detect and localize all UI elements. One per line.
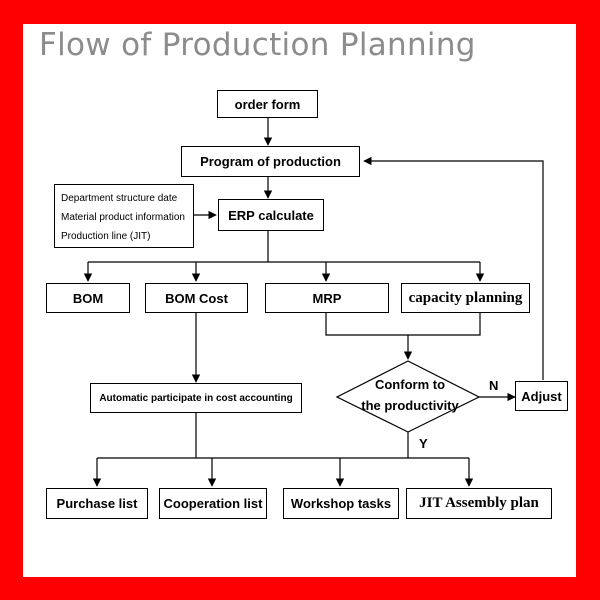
- adjust-box: Adjust: [515, 381, 568, 411]
- capacity-to-merge: [408, 313, 481, 336]
- input-material-product: Material product information: [61, 212, 185, 223]
- automatic-cost-accounting-box: Automatic participate in cost accounting: [90, 383, 302, 413]
- adjust-feedback-line: [363, 156, 544, 380]
- input-department-structure: Department structure date: [61, 193, 178, 204]
- cooperation-list-box: Cooperation list: [159, 488, 267, 519]
- diagram-title: Flow of Production Planning: [39, 27, 476, 63]
- input-production-line: Production line (JIT): [61, 231, 151, 242]
- edge-label-no: N: [489, 378, 499, 393]
- decision-label-line1: Conform to: [374, 377, 446, 392]
- workshop-tasks-box: Workshop tasks: [283, 488, 399, 519]
- purchase-list-box: Purchase list: [46, 488, 148, 519]
- capacity-planning-box: capacity planning: [401, 283, 530, 313]
- decision-label-line2: the productivity: [361, 398, 459, 413]
- erp-inputs-box: Department structure date Material produ…: [54, 184, 194, 248]
- decision-label: Conform to the productivity: [338, 374, 482, 416]
- bom-box: BOM: [46, 283, 130, 313]
- bom-cost-box: BOM Cost: [145, 283, 248, 313]
- program-of-production-box: Program of production: [181, 146, 360, 177]
- edge-label-yes: Y: [419, 436, 428, 451]
- mrp-to-merge: [325, 313, 408, 336]
- mrp-box: MRP: [265, 283, 389, 313]
- jit-assembly-plan-box: JIT Assembly plan: [406, 488, 552, 519]
- decision-diamond: [335, 360, 481, 433]
- order-form-box: order form: [217, 90, 318, 118]
- erp-calculate-box: ERP calculate: [218, 199, 324, 231]
